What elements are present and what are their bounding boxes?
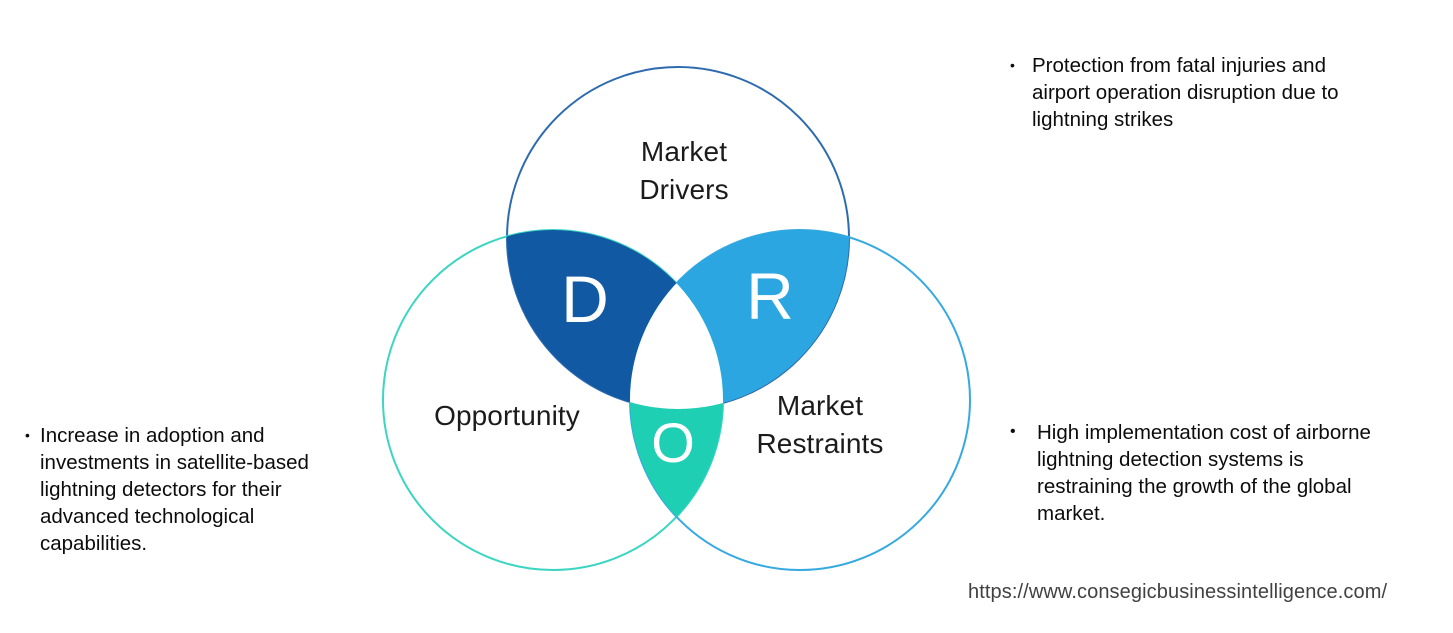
region-r-letter: R — [746, 259, 794, 333]
bullet-icon: • — [25, 427, 30, 443]
opportunity-bullet-text: Increase in adoption and investments in … — [40, 424, 309, 555]
restraints-label: Market Restraints — [756, 390, 884, 459]
bullet-icon: • — [1010, 57, 1015, 73]
source-url: https://www.consegicbusinessintelligence… — [968, 581, 1388, 603]
region-o-letter: O — [651, 411, 695, 474]
opportunity-bullet: • Increase in adoption and investments i… — [25, 422, 309, 557]
opportunity-label: Opportunity — [434, 400, 580, 431]
region-d-letter: D — [561, 262, 609, 336]
drivers-bullet-text: Protection from fatal injuries and airpo… — [1032, 54, 1339, 131]
bullet-icon: • — [1010, 423, 1016, 440]
drivers-bullet: • Protection from fatal injuries and air… — [1010, 52, 1339, 133]
drivers-label: Market Drivers — [639, 136, 729, 205]
restraints-bullet-text: High implementation cost of airborne lig… — [1037, 421, 1371, 525]
restraints-bullet: • High implementation cost of airborne l… — [1010, 419, 1371, 527]
